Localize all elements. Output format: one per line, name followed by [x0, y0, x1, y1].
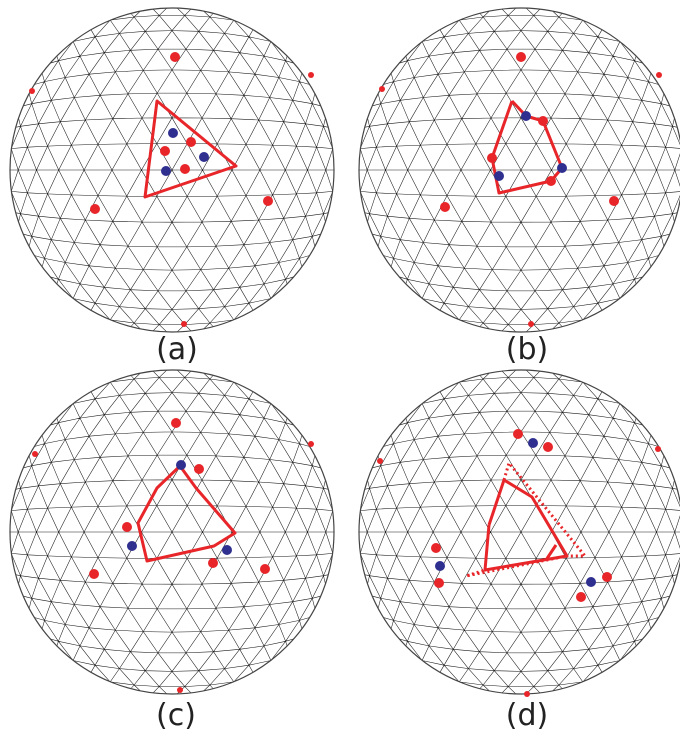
defect-minus: [435, 561, 445, 571]
defect-outline-c: [136, 464, 237, 563]
defect-plus: [538, 116, 548, 126]
defect-plus: [89, 569, 99, 579]
defect-outline-a: [143, 99, 238, 199]
defect-plus: [177, 687, 183, 693]
defect-plus: [122, 522, 132, 532]
defect-plus: [170, 52, 180, 62]
mesh-d: [359, 370, 680, 694]
defect-minus: [176, 460, 186, 470]
defect-plus: [260, 564, 270, 574]
sphere-c: [9, 369, 335, 695]
defect-outline-d-solid: [483, 478, 569, 572]
defects-b: [379, 52, 662, 327]
defect-plus: [543, 442, 553, 452]
sphere-outline-b: [358, 7, 680, 333]
defect-minus: [161, 166, 171, 176]
defect-minus: [494, 171, 504, 181]
defect-plus: [431, 543, 441, 553]
defects-a: [29, 52, 314, 327]
defect-plus: [171, 418, 181, 428]
defect-plus: [576, 592, 586, 602]
panel-b: (b): [358, 7, 680, 367]
defect-minus: [127, 541, 137, 551]
defect-minus: [521, 111, 531, 121]
defect-plus: [524, 691, 530, 697]
defect-plus: [434, 578, 444, 588]
defect-plus: [160, 146, 170, 156]
defect-plus: [194, 464, 204, 474]
mesh-b: [359, 8, 680, 332]
defect-minus: [528, 438, 538, 448]
panel-c: (c): [9, 369, 335, 733]
mesh-lines: [10, 370, 334, 694]
panel-label-a: (a): [156, 332, 198, 367]
sphere-b: [358, 7, 680, 333]
defect-plus: [656, 72, 662, 78]
defect-plus: [602, 572, 612, 582]
defect-plus: [90, 204, 100, 214]
defect-minus: [199, 152, 209, 162]
defects-c: [32, 418, 314, 693]
defect-plus: [308, 72, 314, 78]
mesh-c: [10, 370, 334, 694]
mesh-lines: [359, 8, 680, 332]
sphere-outline-c: [9, 369, 335, 695]
defect-minus: [222, 545, 232, 555]
defect-plus: [546, 176, 556, 186]
defect-plus: [379, 86, 385, 92]
defect-minus: [168, 128, 178, 138]
defect-plus: [487, 153, 497, 163]
panel-a: (a): [9, 7, 335, 367]
defect-plus: [440, 202, 450, 212]
mesh-lines: [359, 370, 680, 694]
defect-plus: [29, 88, 35, 94]
defect-plus: [308, 441, 314, 447]
panel-label-d: (d): [506, 698, 548, 733]
defect-plus: [655, 446, 661, 452]
defect-plus: [516, 52, 526, 62]
defect-plus: [208, 558, 218, 568]
defect-outline-d-inner: [544, 544, 558, 561]
defect-plus: [513, 429, 523, 439]
defect-plus: [263, 196, 273, 206]
defect-minus: [586, 577, 596, 587]
defect-minus: [557, 163, 567, 173]
panel-d: (d): [358, 369, 680, 733]
defect-plus: [377, 458, 383, 464]
defect-outline-d: [464, 461, 587, 578]
defects-d: [377, 429, 661, 697]
defect-plus: [528, 321, 534, 327]
sphere-outline-d: [358, 369, 680, 695]
sphere-d: [358, 369, 680, 695]
defect-plus: [32, 451, 38, 457]
sphere-outline-a: [9, 7, 335, 333]
defect-plus: [186, 137, 196, 147]
defect-plus: [180, 164, 190, 174]
defect-outline-d-dotted: [464, 461, 587, 578]
panel-label-b: (b): [506, 332, 548, 367]
defect-plus: [181, 321, 187, 327]
defect-plus: [609, 196, 619, 206]
panel-label-c: (c): [156, 698, 196, 733]
